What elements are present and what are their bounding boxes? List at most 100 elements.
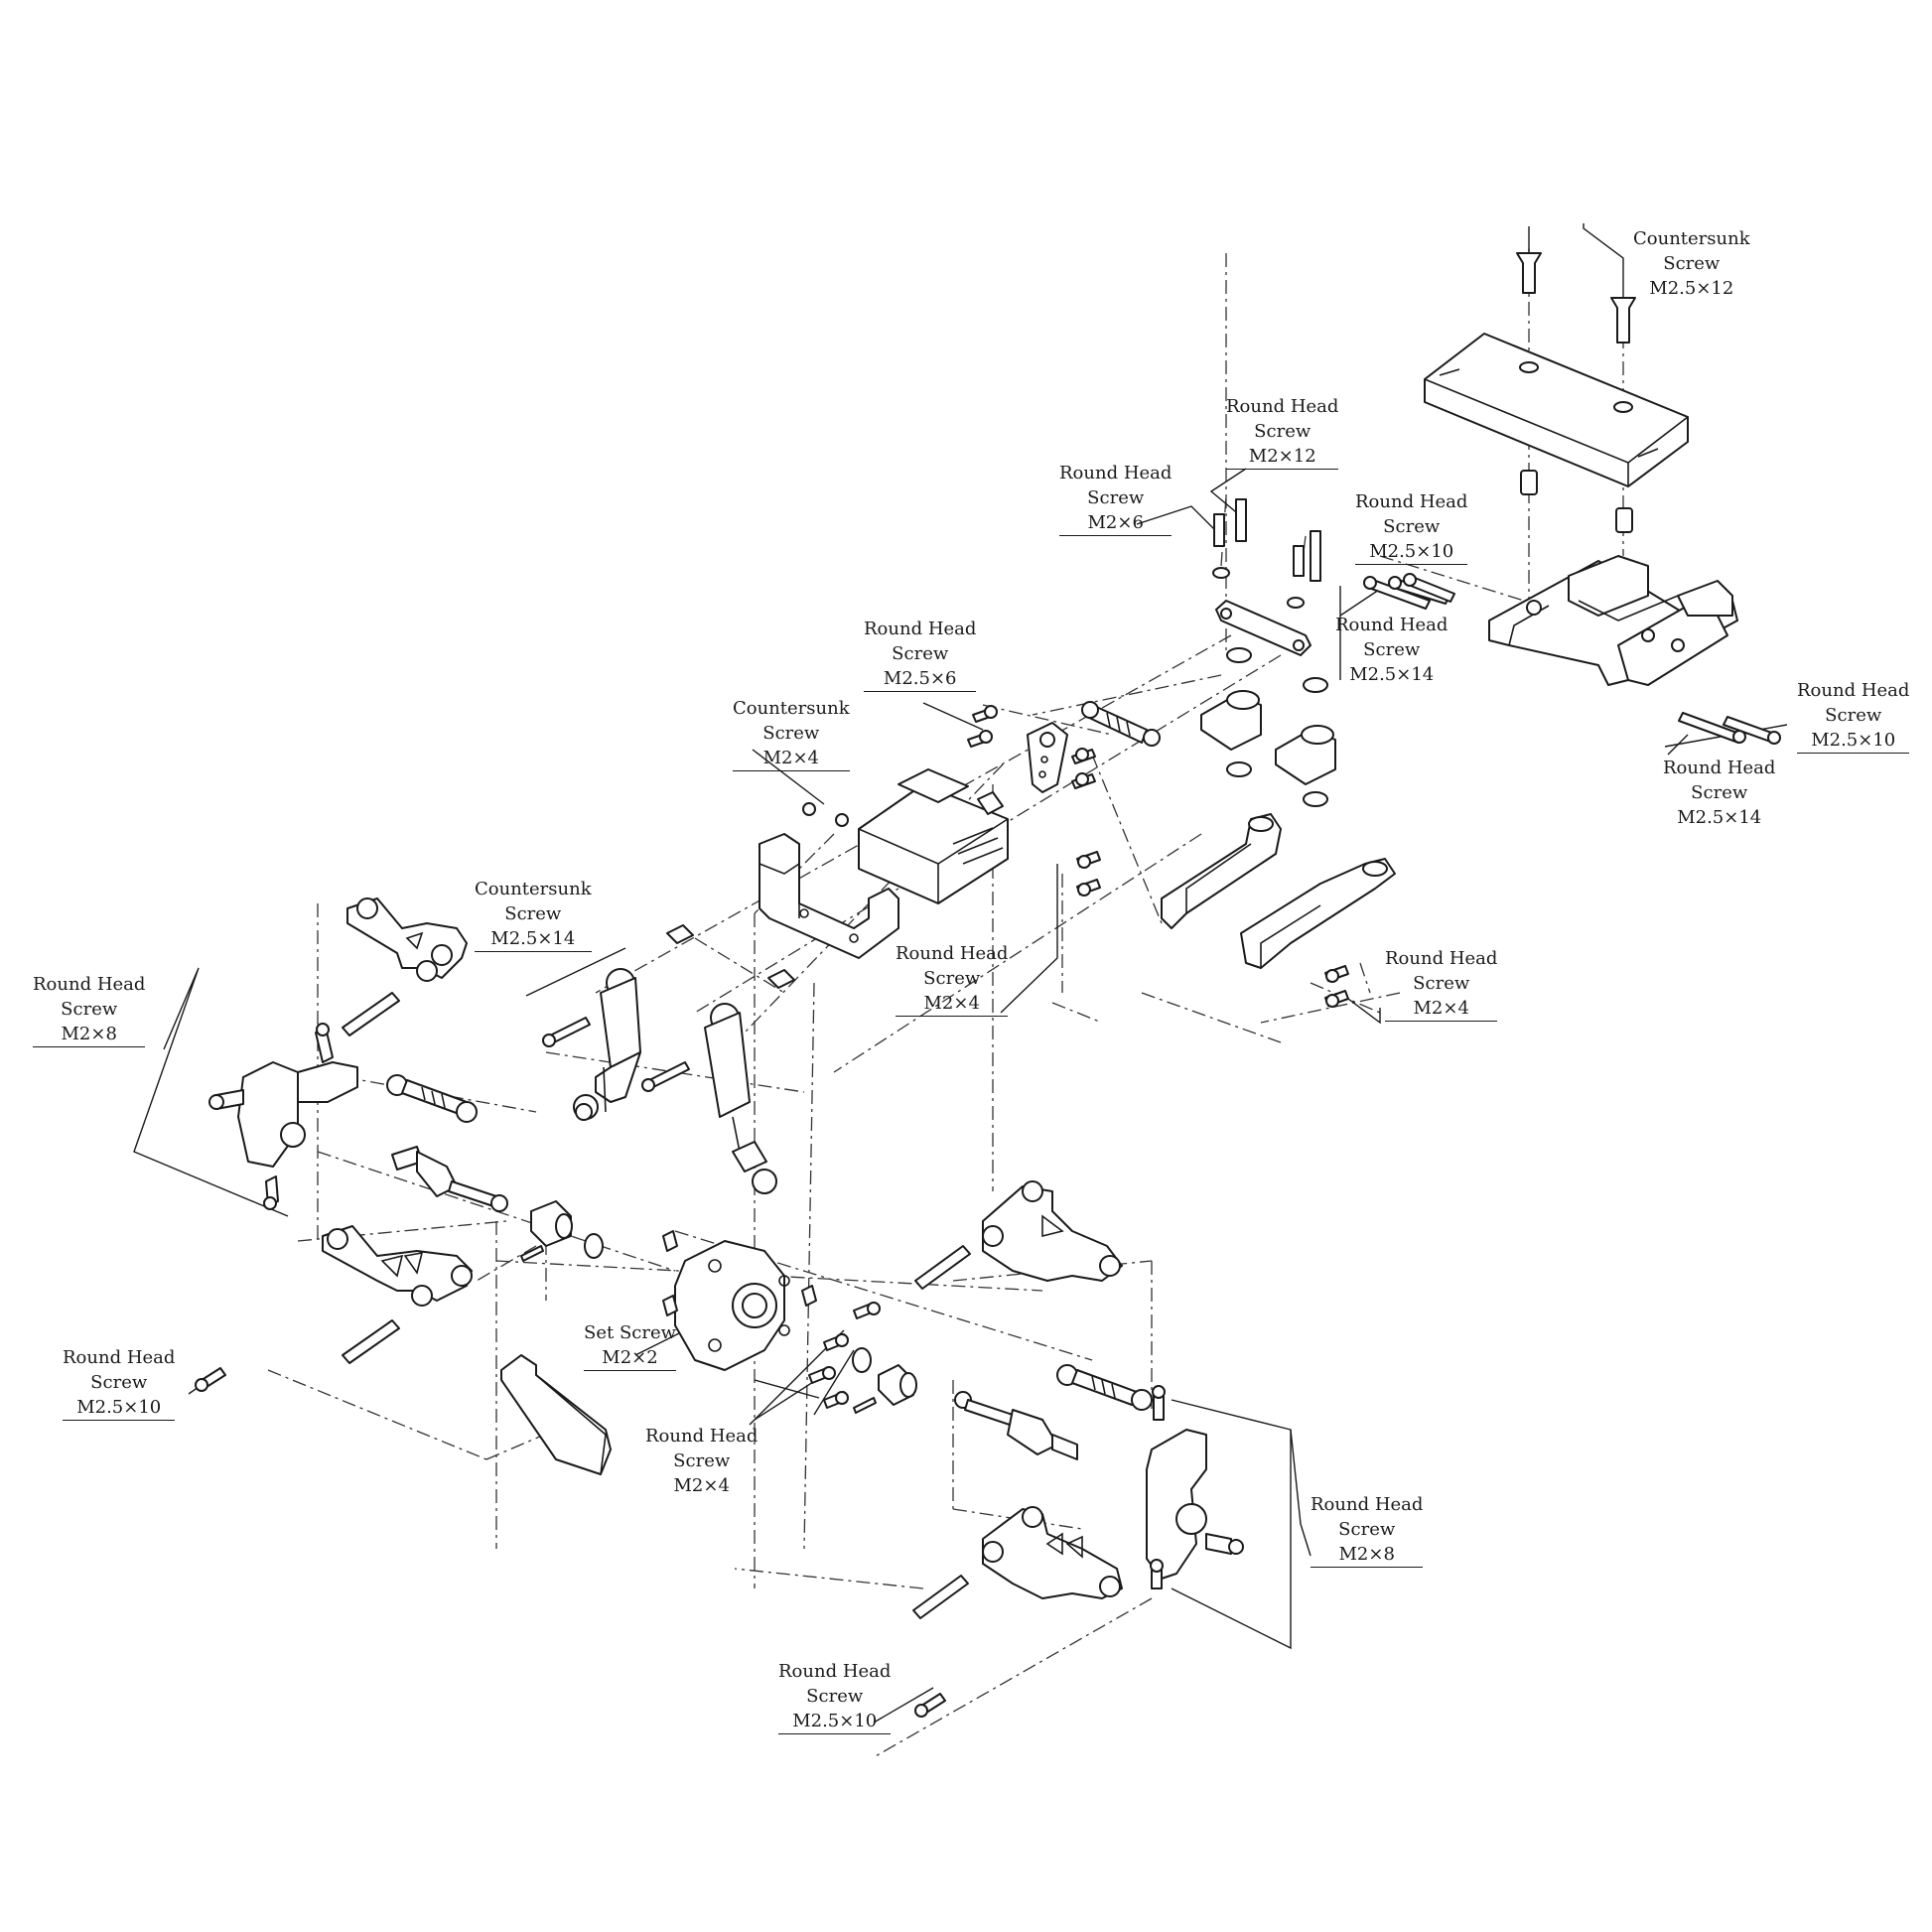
callout-spec: M2×8 — [33, 1022, 146, 1047]
steering-link-plate — [1215, 600, 1311, 656]
callout-line1: Round Head — [1059, 463, 1173, 483]
callout-line2: Screw — [61, 999, 118, 1020]
callout-round-head-screw-m25x10-b: Round Head Screw M2.5×10 — [1797, 678, 1910, 754]
callout-line1: Countersunk — [1633, 228, 1750, 249]
callout-round-head-screw-m25x6: Round Head Screw M2.5×6 — [864, 617, 977, 692]
callout-spec: M2.5×12 — [1649, 278, 1734, 299]
callout-spec: M2×4 — [673, 1475, 730, 1496]
callout-line1: Countersunk — [475, 879, 592, 899]
callout-line2: Screw — [1383, 516, 1441, 537]
callout-line2: Screw — [923, 968, 981, 989]
callout-spec: M2.5×14 — [475, 926, 592, 952]
callout-line2: Screw — [892, 643, 949, 664]
callout-line2: Screw — [1338, 1519, 1396, 1540]
callout-countersunk-screw-m25x12: Countersunk Screw M2.5×12 — [1633, 226, 1750, 301]
callout-line1: Round Head — [1226, 396, 1339, 417]
round-head-screw-set-bulkhead-b — [1678, 712, 1781, 745]
shock-spacers — [666, 924, 795, 989]
round-head-screw-set-bulkhead-a — [1363, 573, 1455, 610]
callout-line2: Screw — [1413, 973, 1470, 994]
countersunk-screw-top-right — [1610, 297, 1636, 344]
chassis-bulkhead — [1488, 555, 1738, 686]
callout-line1: Round Head — [63, 1347, 176, 1368]
servo-mount-bracket — [759, 833, 899, 959]
callout-spec: M2.5×14 — [1677, 807, 1762, 828]
left-knuckle-screws — [263, 1023, 334, 1210]
round-head-screws-differential — [808, 1302, 881, 1409]
callout-line1: Round Head — [1385, 948, 1498, 969]
callout-spec: M2×12 — [1226, 444, 1339, 470]
suspension-arm-mount-right — [1240, 858, 1396, 969]
right-tie-rod — [1056, 1364, 1153, 1411]
right-lower-arm — [982, 1506, 1123, 1599]
callout-line2: Screw — [504, 903, 562, 924]
left-upper-arm — [346, 897, 468, 982]
callout-set-screw-m2x2: Set Screw M2×2 — [584, 1320, 677, 1371]
callout-line2: Screw — [1087, 487, 1145, 508]
callout-line1: Round Head — [864, 619, 977, 639]
left-tie-rod — [386, 1074, 478, 1123]
callout-line2: Screw — [1363, 639, 1421, 660]
callout-countersunk-screw-m2x4: Countersunk Screw M2×4 — [733, 696, 850, 771]
callout-round-head-screw-m2x4-a: Round Head Screw M2×4 — [896, 941, 1009, 1017]
callout-line2: Screw — [1663, 253, 1721, 274]
callout-line1: Round Head — [1335, 615, 1449, 635]
callout-spec: M2×6 — [1059, 510, 1173, 536]
callout-spec: M2×8 — [1311, 1542, 1424, 1568]
round-head-screws-arm-mount — [1076, 851, 1349, 1008]
callout-line1: Round Head — [1797, 680, 1910, 701]
right-lower-screw — [914, 1693, 946, 1718]
callout-round-head-screw-m2x4-c: Round Head Screw M2×4 — [645, 1424, 758, 1498]
callout-line1: Set Screw — [584, 1322, 677, 1343]
left-lower-arm-pin — [342, 1319, 400, 1364]
callout-spec: M2×2 — [584, 1345, 677, 1371]
right-drive-shaft — [954, 1391, 1078, 1460]
countersunk-screws-shock — [542, 1017, 690, 1092]
callout-line2: Screw — [1825, 705, 1882, 726]
servo-body — [858, 768, 1009, 904]
callout-countersunk-screw-m25x14: Countersunk Screw M2.5×14 — [475, 877, 592, 952]
steering-bellcrank-right — [1275, 725, 1336, 785]
left-steering-knuckle — [208, 1061, 358, 1168]
callout-spec: M2.5×14 — [1349, 664, 1435, 685]
standoffs — [1520, 470, 1633, 533]
leader-lines — [133, 223, 1788, 1724]
right-drive-cup — [852, 1347, 917, 1414]
right-upper-arm-pin — [914, 1245, 971, 1290]
callout-spec: M2.5×10 — [63, 1395, 176, 1421]
differential-housing — [662, 1230, 817, 1371]
callout-line2: Screw — [90, 1372, 148, 1393]
callout-round-head-screw-m25x10-c: Round Head Screw M2.5×10 — [63, 1345, 176, 1421]
callout-line1: Round Head — [33, 974, 146, 995]
callout-line2: Screw — [1254, 421, 1311, 442]
steering-bellcrank-left — [1200, 690, 1262, 751]
callout-line1: Round Head — [1663, 758, 1776, 778]
callout-spec: M2.5×10 — [1355, 539, 1468, 565]
servo-link-rod — [1081, 701, 1161, 747]
callout-spec: M2.5×10 — [1797, 728, 1910, 754]
callout-line1: Round Head — [645, 1426, 759, 1447]
suspension-arm-mount-left — [1161, 813, 1282, 929]
left-drive-shaft — [391, 1146, 508, 1212]
steering-bushings — [1226, 647, 1328, 807]
left-upper-arm-pin — [342, 992, 400, 1036]
callout-line1: Round Head — [1355, 491, 1468, 512]
callout-line2: Screw — [673, 1450, 731, 1471]
callout-line2: Screw — [762, 723, 820, 744]
callout-line1: Round Head — [896, 943, 1009, 964]
callout-spec: M2×4 — [733, 746, 850, 771]
left-drive-cup — [520, 1200, 604, 1262]
callout-round-head-screw-m2x4-b: Round Head Screw M2×4 — [1385, 946, 1498, 1022]
callout-spec: M2.5×6 — [864, 666, 977, 692]
shock-absorber-right — [704, 1003, 777, 1194]
callout-line2: Screw — [1691, 782, 1748, 803]
callout-round-head-screw-m25x10-d: Round Head Screw M2.5×10 — [778, 1659, 892, 1734]
countersunk-screw-top-left — [1516, 252, 1542, 294]
callout-spec: M2×4 — [1385, 996, 1498, 1022]
steering-posts — [1212, 498, 1321, 609]
callout-line1: Round Head — [1311, 1494, 1424, 1515]
callout-line1: Round Head — [778, 1661, 892, 1682]
shock-absorber-left — [573, 968, 641, 1121]
callout-spec: M2×4 — [896, 991, 1009, 1017]
